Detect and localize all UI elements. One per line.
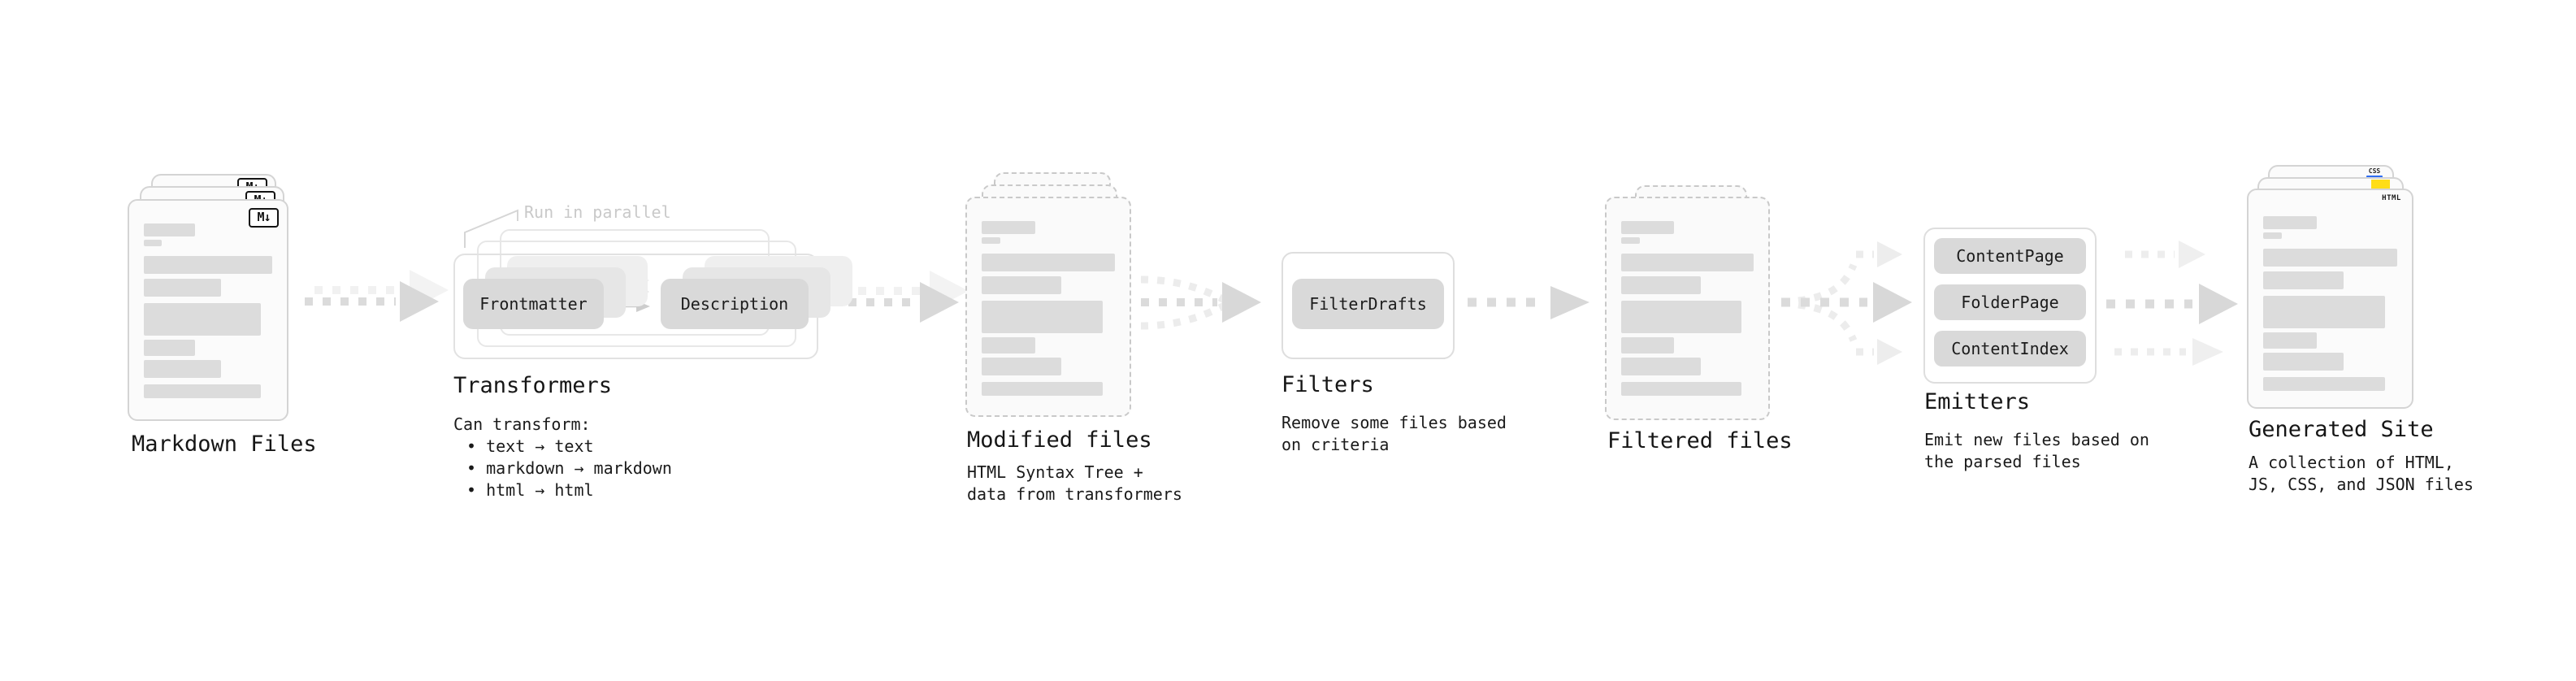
emitter-node-folderpage: FolderPage [1934,284,2086,320]
placeholder-bar [1621,358,1701,375]
description-line: Emit new files based on [1924,430,2149,449]
placeholder-bar [1621,382,1742,396]
description-line: the parsed files [1924,452,2081,471]
annotation-leader-line [464,209,518,248]
placeholder-bar [2263,232,2283,239]
modified-files-description: HTML Syntax Tree + data from transformer… [967,462,1182,505]
placeholder-bar [982,276,1062,294]
arrow-filters-to-filtered [1468,286,1589,319]
css-icon-label: CSS [2368,167,2381,175]
placeholder-bar [144,384,261,398]
markdown-icon: M↓ [249,208,279,228]
split-curve-top [1798,263,1858,305]
stage-label-transformers: Transformers [453,373,613,398]
transformer-node-description: Description [661,279,809,329]
filter-node-filterdrafts: FilterDrafts [1292,279,1444,329]
stage-label-markdown-files: Markdown Files [132,432,317,457]
merge-curve-top [1140,275,1226,304]
arrow-filtered-to-emitters [1781,241,1912,365]
placeholder-bar [1621,237,1640,244]
merge-curve-bottom [1140,301,1226,330]
placeholder-bar [982,358,1062,375]
placeholder-bar [1621,301,1742,333]
placeholder-bar [2263,353,2344,371]
emitter-node-contentindex: ContentIndex [1934,331,2086,367]
split-head-bottom [1877,339,1902,365]
stage-label-generated-site: Generated Site [2249,417,2434,442]
file-placeholder-lines [144,223,272,398]
placeholder-bar [1621,221,1675,234]
file-card-front [965,197,1131,417]
file-card-front: M↓ [128,199,288,421]
transformers-description: Can transform: • text → text • markdown … [453,414,672,501]
placeholder-bar [144,240,163,246]
placeholder-bar [982,254,1115,271]
placeholder-bar [2263,216,2317,229]
placeholder-bar [982,301,1104,333]
placeholder-bar [1621,276,1701,294]
stage-label-modified-files: Modified files [967,427,1152,453]
placeholder-bar [1621,337,1675,354]
arrow-transformers-to-modified [830,271,969,323]
arrow-modified-to-filters [1140,275,1261,330]
stage-label-filtered-files: Filtered files [1607,428,1793,453]
split-head-top [1877,241,1902,267]
placeholder-bar [982,237,1000,244]
file-card-front: HTML 5 [2247,189,2413,409]
file-placeholder-lines [1621,221,1754,396]
description-line: JS, CSS, and JSON files [2249,475,2474,494]
description-line: A collection of HTML, [2249,453,2454,472]
stage-label-filters: Filters [1281,372,1374,397]
file-card-front [1605,197,1770,420]
placeholder-bar [144,360,221,378]
description-line: Can transform: [453,414,591,434]
placeholder-bar [144,303,261,336]
arrow-emitters-to-site-bottom [2114,338,2223,366]
placeholder-bar [144,340,196,356]
arrow-emitters-to-site-mid [2106,284,2238,324]
description-line: • markdown → markdown [466,458,672,478]
html5-icon: HTML 5 [2379,195,2404,202]
placeholder-bar [144,223,196,236]
placeholder-bar [1621,254,1754,271]
description-line: HTML Syntax Tree + [967,462,1143,482]
placeholder-bar [2263,296,2386,328]
stage-label-emitters: Emitters [1924,389,2031,414]
transformer-node-frontmatter: Frontmatter [463,279,604,329]
emitters-description: Emit new files based on the parsed files [1924,429,2149,473]
arrow-emitters-to-site-top [2125,241,2205,268]
arrow-markdown-to-transformers [305,270,449,322]
html5-icon-label: HTML [2382,194,2401,202]
placeholder-bar [144,279,221,297]
placeholder-bar [2263,249,2397,267]
placeholder-bar [2263,271,2344,289]
filters-description: Remove some files based on criteria [1281,412,1507,456]
placeholder-bar [982,382,1104,396]
description-line: • html → html [466,480,594,500]
description-line: • text → text [466,436,594,456]
description-line: on criteria [1281,435,1390,454]
description-line: Remove some files based [1281,413,1507,432]
file-placeholder-lines [982,221,1115,396]
placeholder-bar [982,221,1035,234]
file-placeholder-lines [2263,216,2397,391]
generated-site-description: A collection of HTML, JS, CSS, and JSON … [2249,452,2474,496]
placeholder-bar [2263,332,2317,349]
js-icon [2371,180,2390,189]
placeholder-bar [2263,377,2386,391]
emitter-node-contentpage: ContentPage [1934,238,2086,274]
placeholder-bar [144,256,272,274]
split-curve-bottom [1798,301,1858,342]
description-line: data from transformers [967,484,1182,504]
placeholder-bar [982,337,1035,354]
run-in-parallel-annotation: Run in parallel [524,202,671,222]
